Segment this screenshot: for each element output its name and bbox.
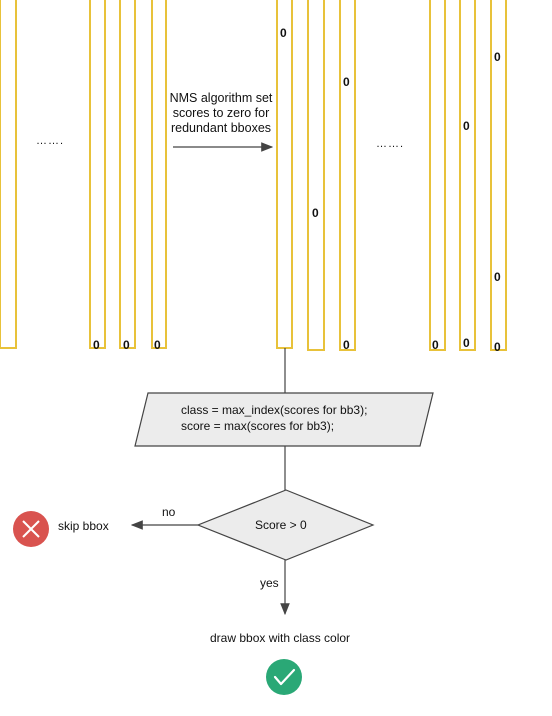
ellipsis-right: ……. <box>376 138 405 150</box>
score-zero-label: 0 <box>93 338 100 352</box>
process-line-2: score = max(scores for bb3); <box>181 419 335 433</box>
score-zero-label: 0 <box>154 338 161 352</box>
nms-label: NMS algorithm set scores to zero for red… <box>169 91 273 135</box>
bbox-column-right-4 <box>459 0 476 351</box>
decision-label: Score > 0 <box>255 518 307 532</box>
bbox-column-left-3 <box>151 0 167 349</box>
bbox-column-left-2 <box>119 0 136 349</box>
score-zero-label: 0 <box>280 26 287 40</box>
decision-shape <box>196 489 375 561</box>
bbox-column-left-0 <box>0 0 17 349</box>
score-zero-label: 0 <box>312 206 319 220</box>
score-zero-label: 0 <box>494 50 501 64</box>
ellipsis-left: ……. <box>36 135 65 147</box>
score-zero-label: 0 <box>494 340 501 354</box>
score-zero-label: 0 <box>432 338 439 352</box>
score-zero-label: 0 <box>463 336 470 350</box>
bbox-column-right-5 <box>490 0 507 351</box>
process-line-1: class = max_index(scores for bb3); <box>181 403 368 417</box>
skip-bbox-label: skip bbox <box>58 519 109 533</box>
bbox-column-right-2 <box>339 0 356 351</box>
bbox-column-left-1 <box>89 0 106 349</box>
process-shape <box>134 392 434 447</box>
score-zero-label: 0 <box>463 119 470 133</box>
score-zero-label: 0 <box>343 75 350 89</box>
no-label: no <box>162 505 176 519</box>
score-zero-label: 0 <box>343 338 350 352</box>
yes-label: yes <box>260 576 279 590</box>
bbox-column-right-1 <box>307 0 325 351</box>
score-zero-label: 0 <box>494 270 501 284</box>
bbox-column-right-0 <box>276 0 293 349</box>
check-icon <box>266 659 302 695</box>
score-zero-label: 0 <box>123 338 130 352</box>
bbox-column-right-3 <box>429 0 446 351</box>
draw-bbox-label: draw bbox with class color <box>210 631 351 645</box>
skip-icon <box>13 511 49 547</box>
